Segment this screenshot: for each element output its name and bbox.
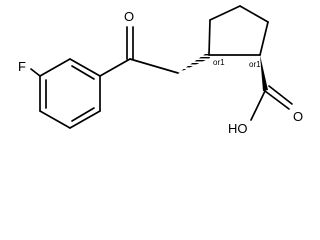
- ring-double-bond-a: [71, 65, 95, 80]
- acid-double-bond-2: [268, 85, 293, 105]
- fluorine-label: F: [18, 59, 26, 74]
- stereo-label-c1: or1: [213, 58, 225, 67]
- ring-double-bond-b: [71, 107, 95, 122]
- hydroxyl-label: HO: [228, 121, 248, 136]
- ring-bond-1: [39, 58, 71, 77]
- solid-wedge-bond: [260, 55, 268, 91]
- cp-bond-4: [259, 21, 269, 56]
- cp-bond-2: [209, 5, 241, 21]
- cp-bond-3: [239, 5, 269, 23]
- ring-bond-2: [69, 58, 101, 77]
- ring-bond-4: [69, 110, 101, 129]
- chemical-structure: F O or1 or1 O HO: [18, 5, 303, 136]
- carbonyl-oxygen-label: O: [124, 9, 134, 24]
- structure-canvas: F O or1 or1 O HO: [18, 5, 303, 136]
- benzene-ring: [39, 58, 101, 129]
- acid-double-bond-1: [264, 90, 290, 110]
- cyclopentane-ring: [208, 5, 269, 56]
- stereo-label-c2: or1: [249, 60, 261, 69]
- aryl-carbonyl-bond: [99, 58, 131, 77]
- cp-bond-1: [208, 19, 211, 56]
- ring-bond-5: [39, 110, 71, 129]
- c-oh-bond: [250, 90, 266, 121]
- hashed-wedge-bond: [178, 52, 210, 73]
- c-f-bond: [30, 68, 41, 77]
- acid-oxygen-label: O: [293, 109, 303, 124]
- carbonyl-ch2-bond: [129, 58, 179, 74]
